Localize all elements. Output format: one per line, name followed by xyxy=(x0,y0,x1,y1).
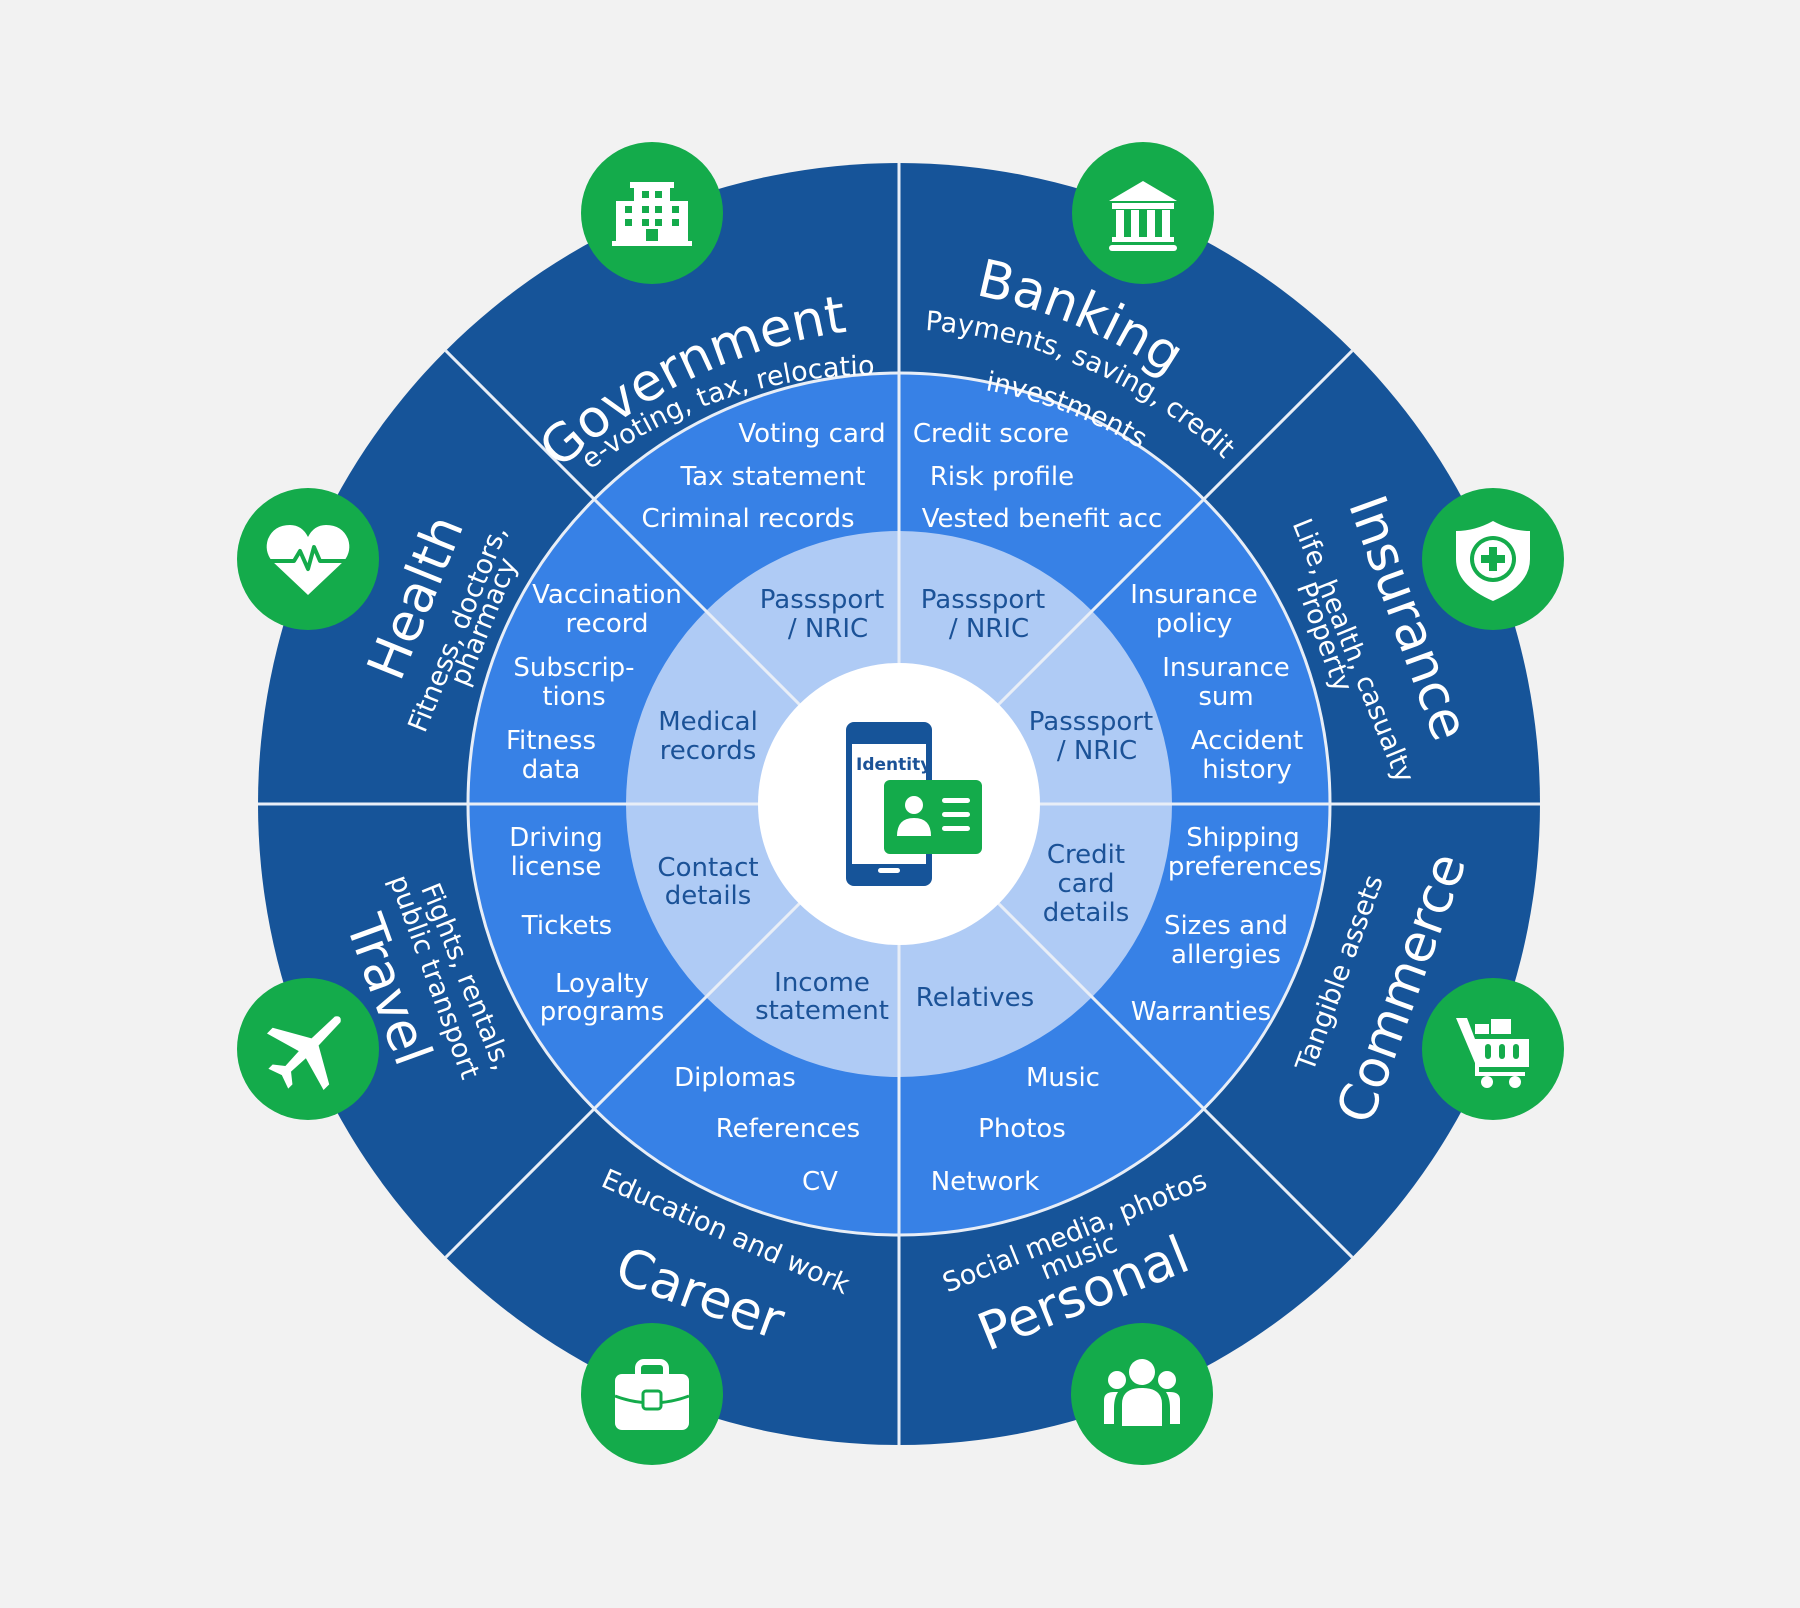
item-tickets[interactable]: Tickets xyxy=(521,911,612,941)
inner-item-passport-insurance-line2: / NRIC xyxy=(1057,736,1137,766)
personal-badge[interactable] xyxy=(1071,1323,1213,1465)
item-sizes-allergies[interactable]: Sizes and xyxy=(1164,911,1288,941)
item-fitness-data[interactable]: Fitness xyxy=(506,726,596,756)
health-badge[interactable] xyxy=(237,488,379,630)
item-subscriptions[interactable]: Subscrip- xyxy=(513,653,634,683)
inner-ring-items: Passsport / NRIC Passsport / NRIC Passsp… xyxy=(657,585,1153,1026)
item-photos[interactable]: Photos xyxy=(978,1114,1066,1144)
inner-item-credit-card-details-line3: details xyxy=(1043,898,1130,928)
item-shipping-preferences[interactable]: Shipping xyxy=(1186,823,1299,853)
inner-item-credit-card-details-line2: card xyxy=(1058,869,1115,899)
item-loyalty-programs[interactable]: Loyalty xyxy=(555,969,649,999)
item-cv[interactable]: CV xyxy=(802,1167,838,1197)
inner-item-income-statement[interactable]: Income xyxy=(774,968,870,998)
inner-item-passport-banking[interactable]: Passsport xyxy=(921,585,1045,615)
item-accident-history[interactable]: Accident xyxy=(1191,726,1303,756)
sector-divider xyxy=(997,902,1354,1259)
sector-divider xyxy=(997,349,1354,706)
inner-item-income-statement-line2: statement xyxy=(755,996,889,1026)
item-tax-statement[interactable]: Tax statement xyxy=(679,462,865,492)
inner-item-contact-details[interactable]: Contact xyxy=(657,853,758,883)
banking-badge[interactable] xyxy=(1072,142,1214,284)
inner-item-passport-government-line2: / NRIC xyxy=(788,614,868,644)
item-insurance-sum-line2: sum xyxy=(1198,682,1253,712)
insurance-badge[interactable] xyxy=(1422,488,1564,630)
sector-divider xyxy=(444,902,801,1259)
people-icon xyxy=(1104,1359,1180,1426)
item-insurance-policy[interactable]: Insurance xyxy=(1130,580,1258,610)
item-shipping-preferences-line2: preferences xyxy=(1168,852,1322,882)
item-music[interactable]: Music xyxy=(1026,1063,1100,1093)
shield-plus-icon xyxy=(1456,521,1530,601)
airplane-icon xyxy=(266,1016,341,1091)
shopping-cart-icon xyxy=(1456,1018,1529,1088)
item-subscriptions-line2: tions xyxy=(542,682,605,712)
inner-item-passport-insurance[interactable]: Passsport xyxy=(1029,707,1153,737)
item-diplomas[interactable]: Diplomas xyxy=(674,1063,796,1093)
item-driving-license-line2: license xyxy=(511,852,602,882)
commerce-badge[interactable] xyxy=(1422,978,1564,1120)
item-warranties[interactable]: Warranties xyxy=(1131,997,1271,1027)
item-accident-history-line2: history xyxy=(1202,755,1291,785)
item-credit-score[interactable]: Credit score xyxy=(913,419,1069,449)
building-icon xyxy=(612,182,692,246)
inner-item-contact-details-line2: details xyxy=(665,881,752,911)
item-fitness-data-line2: data xyxy=(522,755,581,785)
career-badge[interactable] xyxy=(581,1323,723,1465)
item-network[interactable]: Network xyxy=(931,1167,1040,1197)
inner-item-passport-government[interactable]: Passsport xyxy=(760,585,884,615)
item-sizes-allergies-line2: allergies xyxy=(1171,940,1281,970)
item-voting-card[interactable]: Voting card xyxy=(738,419,885,449)
item-vaccination-record-line2: record xyxy=(565,609,648,639)
center-identity-label: Identity xyxy=(856,755,931,775)
phone-id-card-icon: Identity xyxy=(846,722,982,886)
item-references[interactable]: References xyxy=(716,1114,860,1144)
item-vaccination-record[interactable]: Vaccination xyxy=(532,580,682,610)
item-risk-profile[interactable]: Risk profile xyxy=(930,462,1074,492)
inner-item-medical-records-line2: records xyxy=(660,736,757,766)
item-loyalty-programs-line2: programs xyxy=(540,997,665,1027)
sector-dividers xyxy=(258,163,1540,1445)
bank-icon xyxy=(1109,181,1177,251)
government-badge[interactable] xyxy=(581,142,723,284)
sector-divider xyxy=(444,349,801,706)
travel-badge[interactable] xyxy=(237,978,379,1120)
inner-item-credit-card-details[interactable]: Credit xyxy=(1047,840,1125,870)
item-driving-license[interactable]: Driving xyxy=(509,823,603,853)
item-criminal-records[interactable]: Criminal records xyxy=(641,504,854,534)
briefcase-icon xyxy=(614,1359,690,1430)
inner-item-relatives[interactable]: Relatives xyxy=(916,983,1034,1013)
item-insurance-policy-line2: policy xyxy=(1156,609,1233,639)
item-insurance-sum[interactable]: Insurance xyxy=(1162,653,1290,683)
inner-item-passport-banking-line2: / NRIC xyxy=(949,614,1029,644)
heart-pulse-icon xyxy=(266,525,350,595)
item-vested-benefit-acc[interactable]: Vested benefit acc xyxy=(922,504,1163,534)
middle-ring-items: Voting card Tax statement Criminal recor… xyxy=(506,419,1322,1197)
inner-item-medical-records[interactable]: Medical xyxy=(658,707,758,737)
